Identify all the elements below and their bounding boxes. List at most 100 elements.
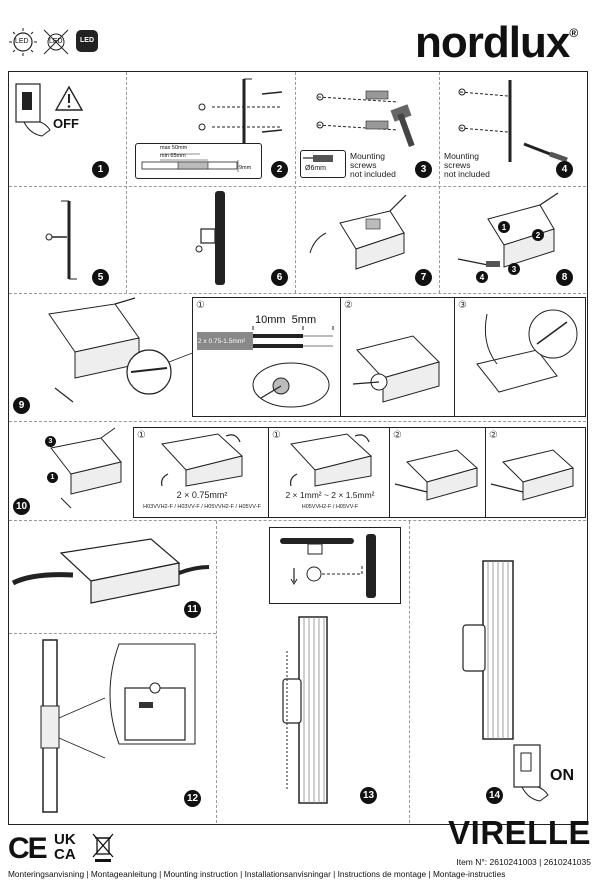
sub-label: ① bbox=[137, 430, 146, 441]
step-number-4: 4 bbox=[556, 161, 573, 178]
col-divider bbox=[126, 72, 127, 293]
step-number-10: 10 bbox=[13, 498, 30, 515]
registered-mark: ® bbox=[569, 26, 578, 40]
mounting-note-4: Mounting screws not included bbox=[444, 151, 490, 179]
step-1: OFF 1 bbox=[9, 72, 126, 186]
ukca-top: UK bbox=[54, 831, 76, 848]
inner-mark-1: 1 bbox=[498, 221, 510, 233]
no-led-icon bbox=[43, 29, 69, 55]
steps-grid-border bbox=[8, 71, 588, 825]
terminal-box-drawing bbox=[309, 194, 407, 270]
step-7: 7 bbox=[296, 187, 439, 293]
brand-name: nordlux bbox=[415, 18, 570, 67]
ukca-bottom: CA bbox=[54, 846, 76, 863]
sub-label: ① bbox=[196, 300, 205, 311]
mount-plate-screw-drawing bbox=[458, 80, 568, 163]
step-12: 12 bbox=[9, 634, 216, 823]
inner-mark-3: 3 bbox=[508, 263, 520, 275]
step-9-panel-3: ③ bbox=[454, 297, 586, 417]
inner-mark-3: 3 bbox=[45, 436, 56, 447]
step-9-panel-2: ② bbox=[340, 297, 457, 417]
item-number: Item N°: 2610241003 | 2610241035 bbox=[456, 857, 591, 867]
sub-label: ① bbox=[272, 430, 281, 441]
step-10-panel-2: ① 2 × 1mm² ~ 2 × 1.5mm² H05VVH2-F / H05V… bbox=[268, 427, 392, 518]
inner-mark-4: 4 bbox=[476, 271, 488, 283]
row-divider bbox=[9, 520, 586, 521]
col-divider bbox=[409, 521, 410, 823]
ukca-mark: UK CA bbox=[54, 832, 84, 862]
wire-b-types: H05VVH2-F / H05VV-F bbox=[301, 504, 359, 510]
col-divider bbox=[216, 521, 217, 823]
step-5: 5 bbox=[9, 187, 126, 293]
lamp-connector-drawing bbox=[40, 639, 106, 813]
led-bulb-label: LED bbox=[15, 38, 29, 45]
mounting-dimension-box: max 50mm min 65mm 9mm bbox=[135, 143, 262, 179]
row-divider bbox=[9, 421, 586, 422]
off-label: OFF bbox=[53, 116, 79, 131]
product-name: VIRELLE bbox=[448, 814, 591, 851]
lamp-installed-drawing bbox=[462, 560, 514, 740]
step-14: ON 14 bbox=[410, 521, 585, 823]
step-9: 9 ① 10mm 5mm 2 x 0.75-1.5mm² ② ③ bbox=[9, 294, 586, 421]
step-9-panel-1: ① 10mm 5mm 2 x 0.75-1.5mm² bbox=[192, 297, 343, 417]
inner-mark-1: 1 bbox=[47, 472, 58, 483]
connector-zoom bbox=[109, 643, 196, 745]
dim-min: min 65mm bbox=[160, 153, 186, 159]
no-led-label: LED bbox=[49, 38, 63, 45]
cable-spec: 2 x 0.75-1.5mm² bbox=[198, 338, 246, 345]
on-label: ON bbox=[550, 767, 574, 784]
step-10-panel-3: ② bbox=[389, 427, 488, 518]
drill-size-label: Ø6mm bbox=[305, 165, 326, 172]
sealed-box-drawing bbox=[11, 538, 210, 604]
step-number-11: 11 bbox=[184, 601, 201, 618]
closed-box-drawing bbox=[394, 449, 479, 501]
step-number-7: 7 bbox=[415, 269, 432, 286]
connector-overview-drawing bbox=[48, 297, 196, 403]
dim-depth: 9mm bbox=[239, 165, 252, 171]
cable-strip-diagram bbox=[197, 326, 334, 350]
sub-label: ② bbox=[393, 430, 402, 441]
step-number-2: 2 bbox=[271, 161, 288, 178]
step-number-13: 13 bbox=[360, 787, 377, 804]
drill-hammer-drawing bbox=[316, 90, 415, 148]
led-module-label: LED bbox=[80, 37, 94, 44]
row-divider bbox=[9, 186, 586, 187]
step-number-5: 5 bbox=[92, 269, 109, 286]
step-3: Ø6mm Mounting screws not included 3 bbox=[296, 72, 439, 186]
wire-a-size: 2 × 0.75mm² bbox=[176, 490, 228, 500]
certification-marks: CE UK CA bbox=[8, 832, 128, 868]
switch-on-hand-icon bbox=[513, 744, 549, 802]
step-8: 1 2 3 4 8 bbox=[440, 187, 585, 293]
closed-box-drawing-2 bbox=[490, 449, 575, 501]
step-number-9: 9 bbox=[13, 397, 30, 414]
wire-a-types: H03VVH2-F / H03VV-F / H05VVH2-F / H05VV-… bbox=[143, 504, 261, 510]
warning-icon bbox=[54, 85, 84, 111]
step-2: max 50mm min 65mm 9mm 2 bbox=[127, 72, 295, 186]
dim-sketch bbox=[141, 153, 239, 172]
lamp-hang-drawing bbox=[195, 191, 225, 285]
col-divider bbox=[295, 72, 296, 293]
led-icons-group: LED LED LED bbox=[8, 25, 104, 59]
step-11: 11 bbox=[9, 521, 216, 633]
drill-size-box: Ø6mm bbox=[300, 150, 346, 178]
cable-clamp-zoom bbox=[252, 362, 330, 408]
wall-plate-mounted bbox=[45, 200, 77, 280]
step-6: 6 bbox=[127, 187, 295, 293]
thick-wire-connection bbox=[290, 433, 373, 487]
step-10: 3 1 10 ① 2 × 0.75mm² H03VVH2-F / H03VV-F… bbox=[9, 422, 586, 520]
weee-bin-icon bbox=[92, 833, 114, 862]
switch-hand-icon bbox=[15, 83, 51, 137]
mounting-note-3: Mounting screws not included bbox=[350, 151, 396, 179]
dim-max: max 50mm bbox=[160, 145, 188, 151]
lamp-front-drawing bbox=[282, 616, 328, 804]
sub-label: ② bbox=[344, 300, 353, 311]
step-4: Mounting screws not included 4 bbox=[440, 72, 585, 186]
step-number-14: 14 bbox=[486, 787, 503, 804]
screw-tighten-drawing bbox=[476, 309, 578, 393]
rotate-detail-box bbox=[269, 527, 401, 604]
sub-label: ② bbox=[489, 430, 498, 441]
led-module-icon bbox=[76, 30, 98, 52]
step-number-12: 12 bbox=[184, 790, 201, 807]
inner-mark-2: 2 bbox=[532, 229, 544, 241]
sub-label: ③ bbox=[458, 300, 467, 311]
